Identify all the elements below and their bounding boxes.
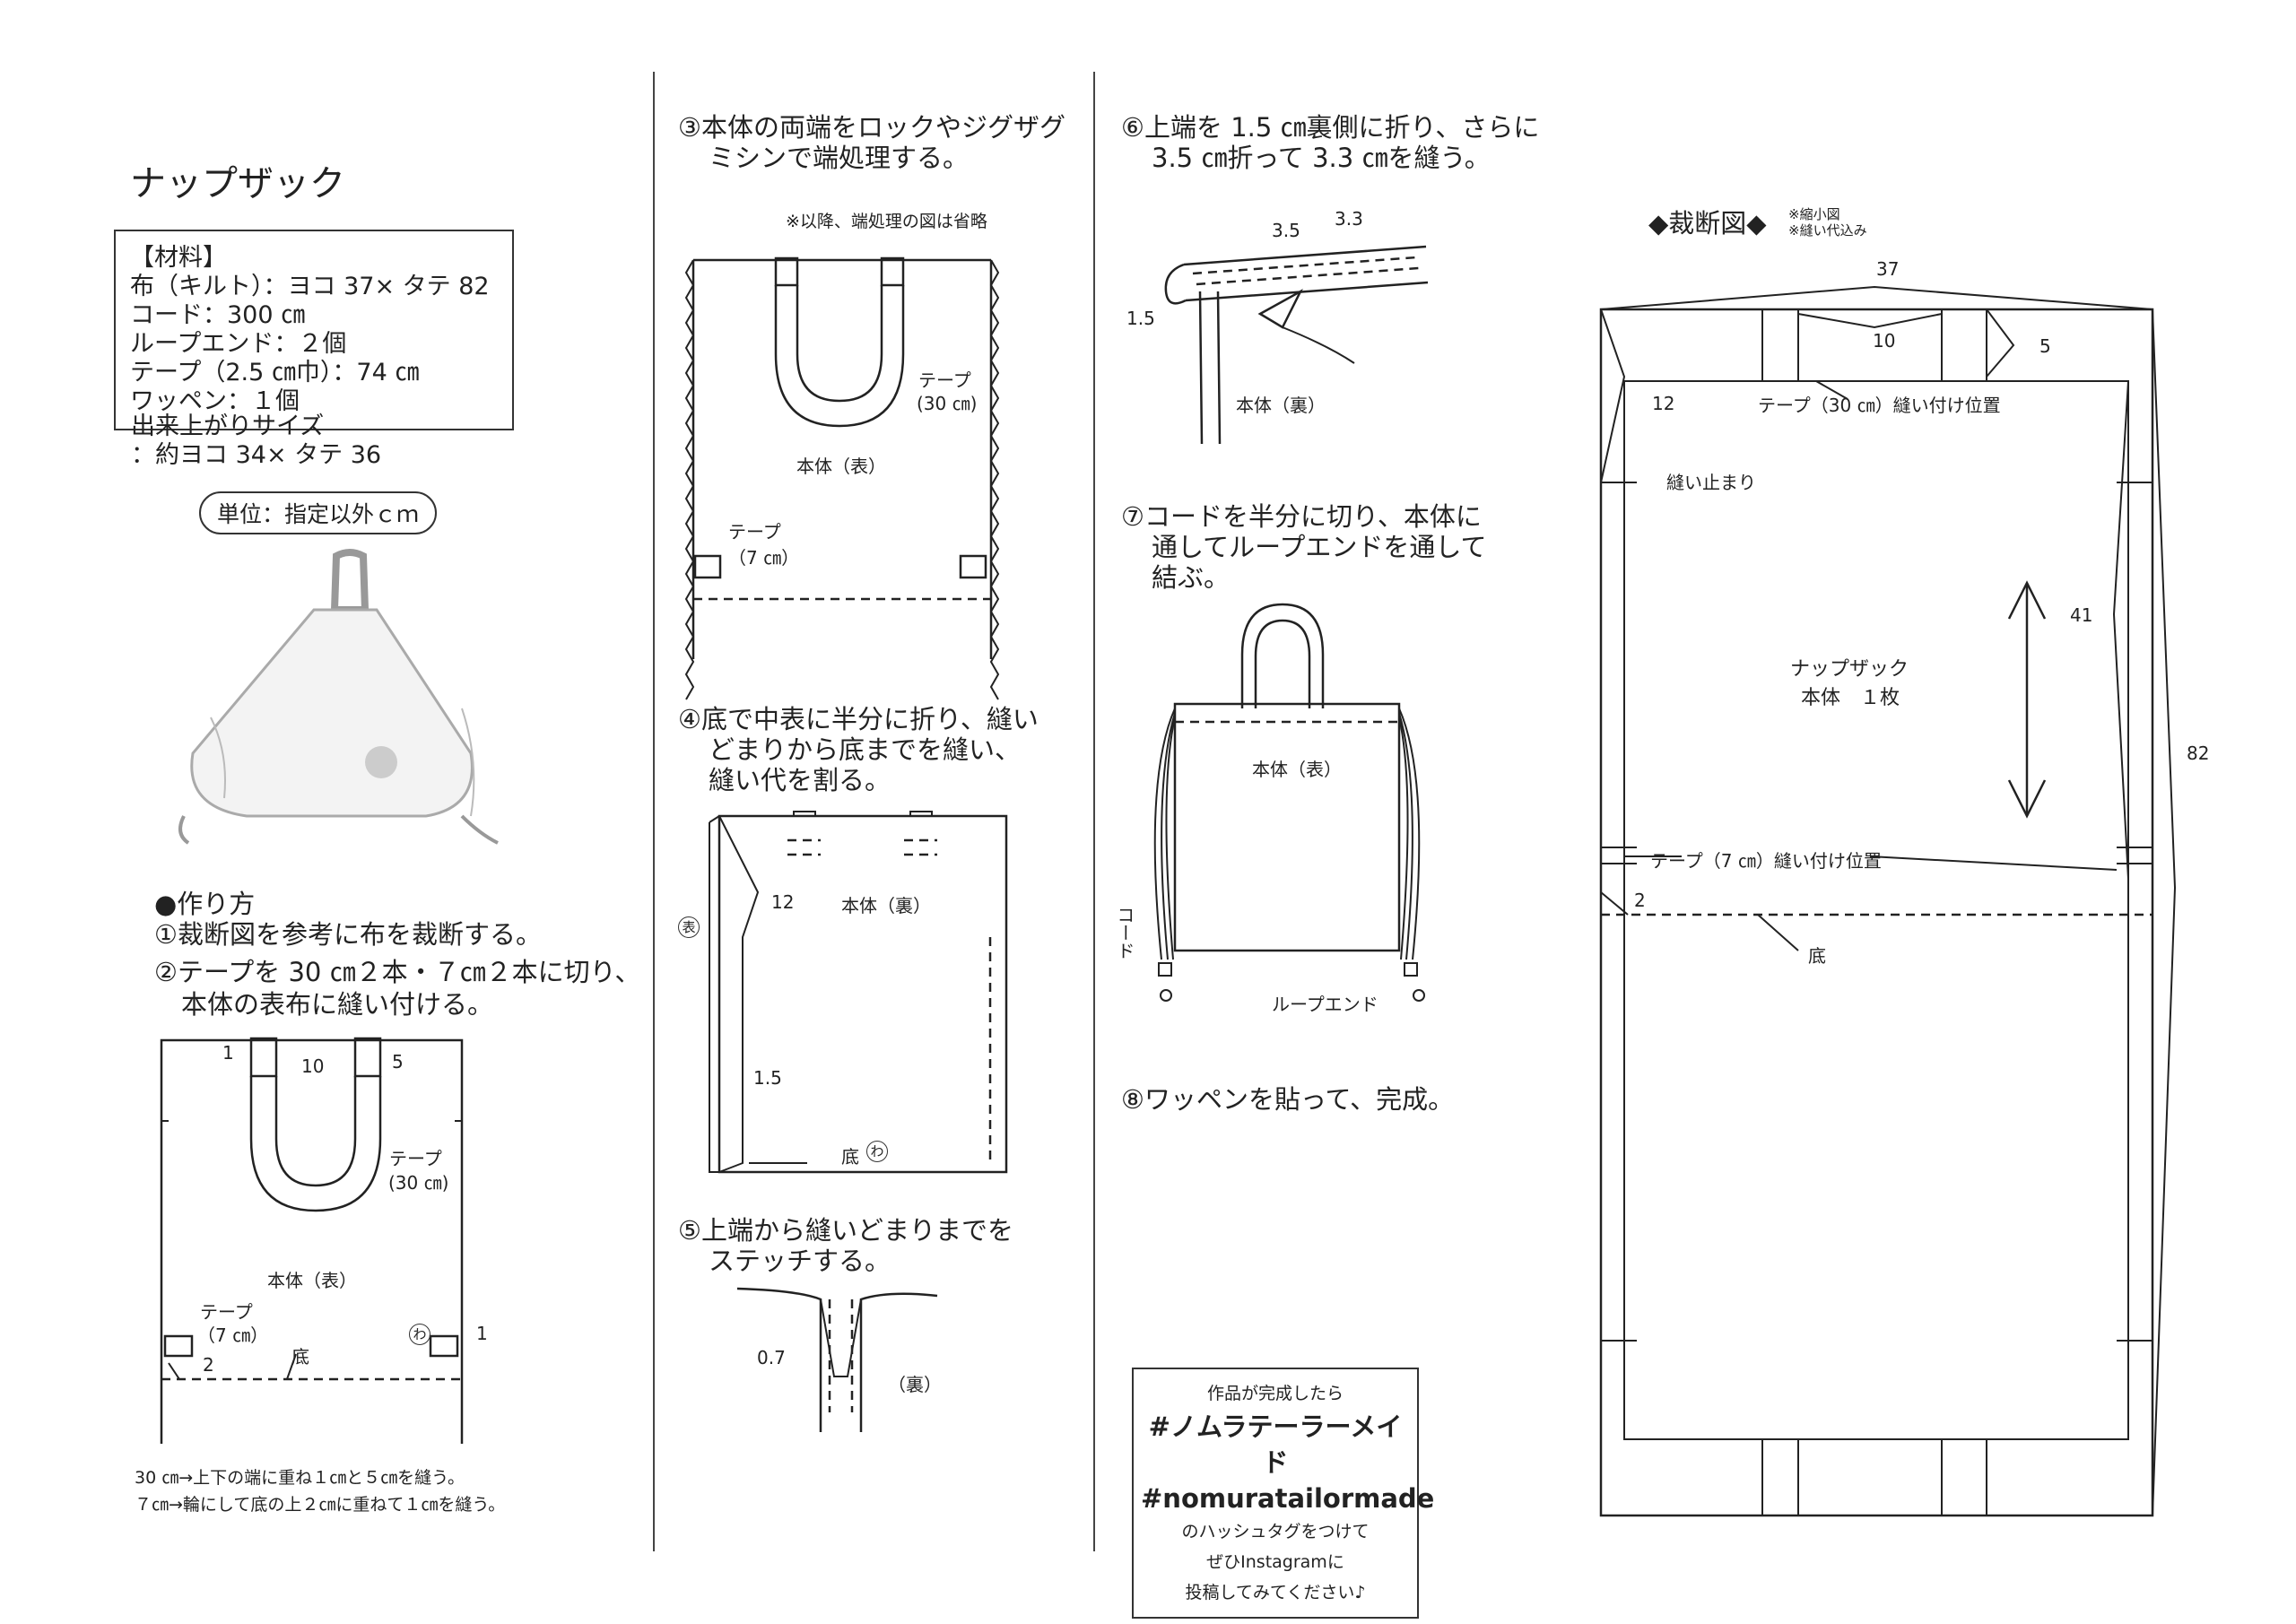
step-6b: 3.5 ㎝折って 3.3 ㎝を縫う。 [1152, 143, 1491, 173]
fig2-bottom-label: 底 [291, 1346, 309, 1368]
fig6-label-1-5: 1.5 [1126, 308, 1155, 329]
fig4-fold-mark: わ [866, 1141, 888, 1162]
step-3a: ③本体の両端をロックやジグザグ [678, 112, 1065, 143]
fig2-label-5: 5 [392, 1051, 404, 1073]
step-4c: 縫い代を割る。 [709, 765, 891, 795]
step-6a: ⑥上端を 1.5 ㎝裏側に折り、さらに [1121, 112, 1540, 143]
fig4-body-label: 本体（裏） [841, 895, 931, 916]
material-item: 布（キルト）：ヨコ 37× タテ 82 [130, 273, 490, 300]
column-divider [653, 72, 655, 1551]
step-5a: ⑤上端から縫いどまりまでを [678, 1215, 1013, 1246]
finished-label: 出来上がりサイズ [131, 413, 325, 440]
fig6-body-label: 本体（裏） [1236, 395, 1326, 416]
fig7-body-label: 本体（表） [1252, 759, 1342, 780]
cut-label-12: 12 [1652, 393, 1675, 414]
hashtag-line: 投稿してみてください♪ [1185, 1583, 1366, 1602]
hashtag-box: 作品が完成したら #ノムラテーラーメイド #nomuratailormade の… [1132, 1368, 1435, 1619]
figure-7 [1139, 601, 1444, 1013]
materials-header: 【材料】 [130, 244, 227, 272]
figure-4 [709, 812, 1013, 1179]
material-item: ワッペン：１個 [130, 387, 300, 415]
step-7c: 結ぶ。 [1152, 562, 1231, 593]
cut-label-10: 10 [1873, 330, 1896, 352]
step-7b: 通してループエンドを通して [1152, 532, 1487, 562]
step-5b: ステッチする。 [709, 1246, 891, 1276]
fig7-loopend-label: ループエンド [1272, 994, 1378, 1015]
fig2-tape30-label: テープ [389, 1148, 442, 1169]
material-item: コード：300 ㎝ [130, 301, 306, 329]
step-8: ⑧ワッペンを貼って、完成。 [1121, 1084, 1455, 1115]
figure-6 [1148, 229, 1444, 444]
fig2-fold-mark: わ [409, 1324, 430, 1345]
fig2-tape30-length: (30 ㎝) [388, 1172, 449, 1194]
step-3-note: ※以降、端処理の図は省略 [786, 212, 987, 231]
note-2: ７㎝→輪にして底の上２㎝に重ねて１㎝を縫う。 [135, 1495, 506, 1515]
fig6-label-3-3: 3.3 [1335, 208, 1363, 230]
cut-piece-count: 本体 １枚 [1801, 687, 1900, 709]
step-2a: ②テープを 30 ㎝２本・７㎝２本に切り、 [154, 957, 641, 987]
cutting-diagram [1592, 260, 2193, 1524]
fig2-label-2: 2 [203, 1354, 214, 1376]
step-4a: ④底で中表に半分に折り、縫い [678, 704, 1039, 734]
fig5-ura-label: （裏） [888, 1374, 942, 1395]
cutting-title: ◆裁断図◆ [1648, 208, 1767, 239]
hashtag-line: のハッシュタグをつけて [1181, 1522, 1370, 1541]
cut-stop-label: 縫い止まり [1666, 472, 1756, 493]
fig2-label-1b: 1 [476, 1323, 488, 1344]
figure-3 [686, 256, 1004, 668]
fig4-label-12: 12 [771, 891, 795, 913]
fig4-omote-mark: 表 [678, 916, 700, 938]
step-3b: ミシンで端処理する。 [709, 143, 970, 173]
unit-badge: 単位：指定以外ｃｍ [199, 491, 438, 534]
hashtag-line: 作品が完成したら [1206, 1384, 1344, 1403]
fig4-bottom-label: 底 [841, 1146, 859, 1168]
material-item: テープ（2.5 ㎝巾）：74 ㎝ [130, 359, 420, 386]
cut-label-41: 41 [2070, 604, 2093, 626]
backpack-photo [175, 547, 516, 870]
figure-5 [735, 1278, 942, 1439]
cut-piece-name: ナップザック [1790, 658, 1909, 681]
column-divider [1093, 72, 1095, 1551]
finished-value: ：約ヨコ 34× タテ 36 [131, 441, 382, 469]
fig3-tape30-label: テープ [918, 369, 971, 391]
cut-width-37: 37 [1876, 258, 1900, 280]
cut-tape30-position: テープ（30 ㎝）縫い付け位置 [1758, 395, 2001, 416]
fig3-tape7-length: （7 ㎝） [728, 547, 800, 569]
fig2-label-1: 1 [222, 1042, 234, 1064]
note-1: 30 ㎝→上下の端に重ね１㎝と５㎝を縫う。 [135, 1468, 465, 1488]
cut-label-2: 2 [1634, 890, 1646, 911]
fig2-tape7-length: （7 ㎝） [197, 1324, 269, 1346]
materials-box: 【材料】 布（キルト）：ヨコ 37× タテ 82 コード：300 ㎝ ループエン… [114, 230, 514, 430]
cut-label-82: 82 [2187, 743, 2210, 764]
step-1: ①裁断図を参考に布を裁断する。 [154, 919, 542, 950]
fig3-tape30-length: (30 ㎝) [917, 393, 978, 414]
cut-tape7-position: テープ（7 ㎝）縫い付け位置 [1650, 850, 1882, 872]
fig5-label-0-7: 0.7 [757, 1347, 786, 1368]
step-4b: どまりから底までを縫い、 [709, 734, 1022, 765]
hashtag-jp: #ノムラテーラーメイド [1148, 1411, 1403, 1478]
figure-2 [152, 1031, 484, 1444]
fig3-tape7-label: テープ [728, 521, 781, 543]
fig2-label-10: 10 [301, 1055, 325, 1077]
cut-label-5: 5 [2039, 335, 2051, 357]
fig4-label-1-5: 1.5 [753, 1067, 782, 1089]
hashtag-en: #nomuratailormade [1141, 1483, 1435, 1514]
step-2b: 本体の表布に縫い付ける。 [181, 989, 494, 1020]
cutting-note-2: ※縫い代込み [1788, 222, 1867, 239]
howto-header: ●作り方 [154, 889, 256, 919]
cut-bottom-label: 底 [1808, 945, 1826, 967]
hashtag-line: ぜひInstagramに [1206, 1552, 1344, 1572]
fig6-label-3-5: 3.5 [1272, 220, 1300, 241]
finished-size: 出来上がりサイズ ：約ヨコ 34× タテ 36 [131, 413, 381, 470]
material-item: ループエンド：２個 [130, 330, 347, 358]
step-7a: ⑦コードを半分に切り、本体に [1121, 501, 1482, 532]
fig2-tape7-label: テープ [200, 1301, 253, 1323]
fig7-cord-label: コード [1114, 906, 1135, 960]
page-title: ナップザック [130, 163, 345, 204]
fig2-body-label: 本体（表） [267, 1270, 357, 1291]
cutting-note-1: ※縮小図 [1788, 206, 1840, 222]
fig3-body-label: 本体（表） [796, 456, 886, 477]
